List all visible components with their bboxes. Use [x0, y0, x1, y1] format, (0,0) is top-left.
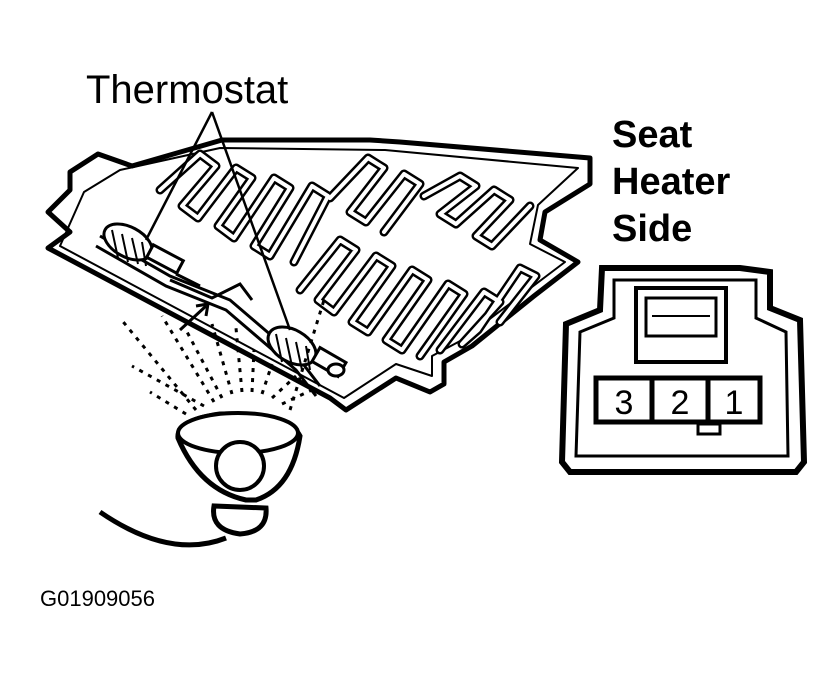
seat-heater-side-line-2: Heater — [612, 161, 731, 203]
pin-1-label: 1 — [725, 384, 744, 422]
heating-wire-lower-inner — [298, 174, 538, 358]
seat-heater-side-line-1: Seat — [612, 114, 693, 156]
thermostat-label: Thermostat — [86, 68, 289, 112]
seat-heater-side-label: Seat Heater Side — [612, 112, 730, 253]
thermostat-right — [266, 325, 349, 379]
heat-lamp-icon — [98, 411, 303, 548]
thermostat-leader-lines — [144, 111, 292, 331]
light-rays — [118, 299, 326, 416]
lead-wire — [95, 234, 322, 397]
connector-housing — [558, 265, 808, 475]
pin-3-label: 3 — [615, 384, 634, 422]
figure-id: G01909056 — [40, 586, 155, 611]
heating-wire-upper-inner — [158, 152, 422, 264]
thermostat-left — [102, 222, 201, 288]
heater-element-plate — [45, 137, 593, 413]
pin-2-label: 2 — [671, 384, 690, 422]
seat-heater-side-line-3: Side — [612, 208, 693, 250]
connector-pins: 3 2 1 — [615, 384, 744, 422]
heat-arrow-icon — [178, 302, 210, 332]
